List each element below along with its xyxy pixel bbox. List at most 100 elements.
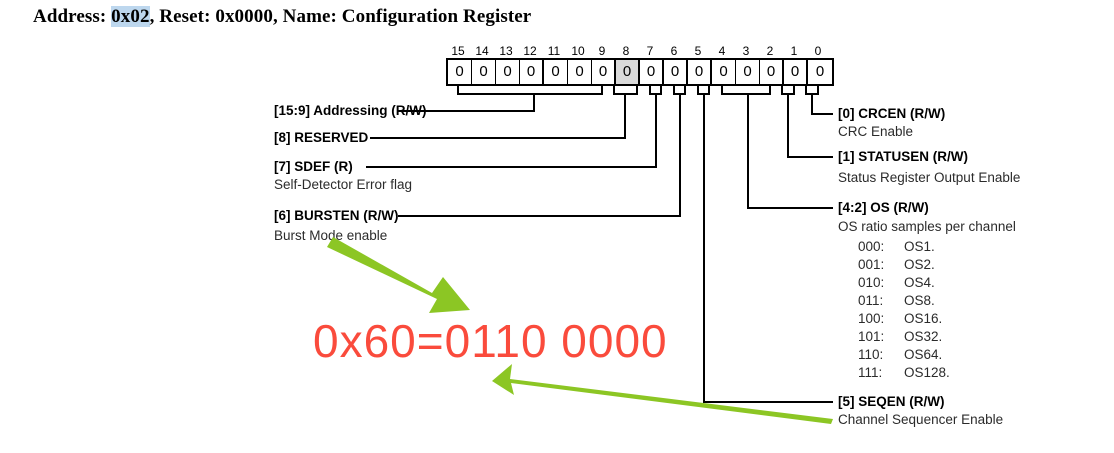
field-label-addressing: [15:9] Addressing (R/W): [274, 103, 427, 118]
os-option-row: 000: OS1.: [858, 239, 935, 254]
field-label-statusen: [1] STATUSEN (R/W): [838, 149, 968, 164]
os-option-value: OS16.: [904, 311, 943, 326]
os-option-row: 100: OS16.: [858, 311, 942, 326]
bit-number: 5: [694, 44, 702, 58]
bit-number-header: 15 14 13 12 11 10 9 8 7 6 5 4 3 2 1 0: [446, 44, 830, 58]
bit-cell-8[interactable]: 0: [616, 60, 640, 84]
os-option-row: 101:OS32.: [858, 329, 942, 344]
bit-cell-9[interactable]: 0: [592, 60, 616, 84]
bit-tick-4: [721, 86, 723, 95]
os-option-value: OS64.: [904, 347, 943, 362]
title-remainder: , Reset: 0x0000, Name: Configuration Reg…: [149, 6, 532, 27]
leader-5-drop: [703, 93, 705, 403]
field-label-sdef: [7] SDEF (R): [274, 159, 353, 174]
os-option-code: 000:: [858, 239, 885, 254]
leader-6-drop: [679, 93, 681, 217]
field-desc-os: OS ratio samples per channel: [838, 219, 1016, 234]
bit-cell-15[interactable]: 0: [448, 60, 472, 84]
leader-4-2-run: [747, 207, 833, 209]
leader-4-2-drop: [747, 93, 749, 209]
leader-0-run: [811, 113, 833, 115]
bit-tick-9: [601, 86, 603, 95]
os-option-code: 011:: [858, 293, 884, 308]
bit-cell-1[interactable]: 0: [784, 60, 808, 84]
bit-number: 11: [547, 44, 561, 58]
leader-7-drop: [655, 93, 657, 168]
bit-number: 12: [523, 44, 537, 58]
leader-5-run: [703, 401, 833, 403]
bit-tick-0-right: [817, 86, 819, 95]
os-option-value: OS32.: [904, 329, 943, 344]
field-desc-sdef: Self-Detector Error flag: [274, 177, 413, 192]
field-desc-crcen: CRC Enable: [838, 124, 914, 139]
bit-tick-8-right: [636, 86, 638, 95]
field-label-bursten: [6] BURSTEN (R/W): [274, 208, 399, 223]
bit-number: 9: [598, 44, 606, 58]
bit-number: 14: [475, 44, 489, 58]
leader-15-9-bracket: [457, 93, 603, 95]
bit-tick-15: [457, 86, 459, 95]
leader-6-run: [398, 215, 681, 217]
os-option-value: OS2.: [904, 257, 935, 272]
os-option-code: 111:: [858, 365, 883, 380]
bit-cell-0[interactable]: 0: [808, 60, 832, 84]
bit-number: 7: [646, 44, 654, 58]
leader-1-drop: [787, 93, 789, 158]
bit-cell-5[interactable]: 0: [688, 60, 712, 84]
title-prefix: Address:: [33, 6, 112, 27]
bit-cell-14[interactable]: 0: [472, 60, 496, 84]
bit-cell-3[interactable]: 0: [736, 60, 760, 84]
red-annotation-text: 0x60=0110 0000: [313, 315, 668, 367]
bit-tick-1-left: [781, 86, 783, 95]
os-option-value: OS128.: [904, 365, 950, 380]
bit-number: 8: [622, 44, 630, 58]
bit-tick-7-right: [660, 86, 662, 95]
bit-number: 10: [571, 44, 585, 58]
bit-cell-12[interactable]: 0: [520, 60, 544, 84]
bit-tick-8-left: [613, 86, 615, 95]
bit-tick-5-right: [708, 86, 710, 95]
bit-cell-7[interactable]: 0: [640, 60, 664, 84]
os-option-row: 010: OS4.: [858, 275, 935, 290]
leader-1-run: [787, 156, 833, 158]
leader-7-run: [366, 166, 657, 168]
os-option-row: 001: OS2.: [858, 257, 935, 272]
os-option-row: 110:OS64.: [858, 347, 942, 362]
os-option-value: OS8.: [904, 293, 935, 308]
leader-0-drop: [811, 93, 813, 115]
green-arrow-down-right: [327, 237, 470, 313]
os-option-code: 100:: [858, 311, 885, 326]
bit-number: 4: [718, 44, 726, 58]
register-bit-table: 0 0 0 0 0 0 0 0 0 0 0 0 0 0 0 0: [446, 58, 834, 86]
leader-8-run: [370, 137, 626, 139]
bit-number: 0: [814, 44, 822, 58]
bit-number: 3: [742, 44, 750, 58]
title-address-highlight: 0x02: [111, 6, 150, 27]
os-option-code: 001:: [858, 257, 885, 272]
field-label-crcen: [0] CRCEN (R/W): [838, 106, 946, 121]
field-desc-bursten: Burst Mode enable: [274, 228, 388, 243]
os-option-value: OS1.: [904, 239, 935, 254]
os-option-row: 111: OS128.: [858, 365, 950, 380]
bit-cell-6[interactable]: 0: [664, 60, 688, 84]
bit-cell-2[interactable]: 0: [760, 60, 784, 84]
field-label-reserved: [8] RESERVED: [274, 130, 369, 145]
os-option-code: 010:: [858, 275, 885, 290]
field-desc-seqen: Channel Sequencer Enable: [838, 412, 1004, 427]
bit-cell-11[interactable]: 0: [544, 60, 568, 84]
bit-number: 13: [499, 44, 513, 58]
bit-cell-10[interactable]: 0: [568, 60, 592, 84]
os-option-value: OS4.: [904, 275, 935, 290]
leader-15-9-drop: [533, 93, 535, 112]
leader-8-drop: [624, 93, 626, 139]
bit-cell-13[interactable]: 0: [496, 60, 520, 84]
bit-tick-1-right: [793, 86, 795, 95]
leader-4-2-bracket: [721, 93, 771, 95]
leader-15-9-run: [398, 110, 535, 112]
bit-number: 15: [451, 44, 465, 58]
bit-tick-7-left: [649, 86, 651, 95]
os-option-row: 011: OS8.: [858, 293, 935, 308]
bit-number: 6: [670, 44, 678, 58]
bit-cell-4[interactable]: 0: [712, 60, 736, 84]
